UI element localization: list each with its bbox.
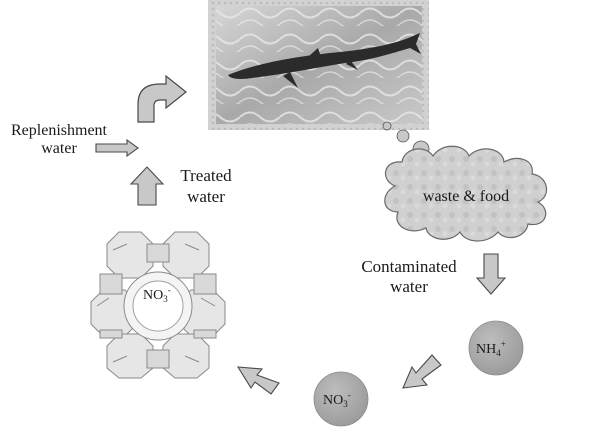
replenishment-label-line1: Replenishment [11, 122, 108, 139]
treated-label-line2: water [187, 187, 225, 206]
right-arrow-icon [95, 138, 139, 158]
left-up-arrow-icon [236, 366, 280, 395]
zeolite-framework-icon [90, 231, 226, 379]
ammonium-circle [468, 320, 524, 376]
fish-icon [228, 33, 421, 88]
zeolite-nitrate-label: NO3- [143, 285, 171, 304]
up-arrow-icon [129, 166, 165, 206]
ammonium-label: NH4+ [476, 339, 506, 358]
contaminated-label-line1: Contaminated [361, 257, 457, 276]
down-arrow-icon [475, 253, 507, 295]
nitrate-label: NO3- [323, 390, 351, 409]
replenishment-label-line2: water [41, 140, 77, 157]
diagonal-arrow-icon [402, 354, 442, 389]
aquarium-photo-icon [208, 0, 429, 130]
nitrate-circle [313, 371, 369, 427]
curved-arrow-icon [137, 74, 187, 123]
thought-cloud-icon [384, 145, 548, 242]
contaminated-label-line2: water [390, 277, 428, 296]
treated-label-line1: Treated [180, 166, 232, 185]
waste-food-label: waste & food [423, 188, 509, 205]
